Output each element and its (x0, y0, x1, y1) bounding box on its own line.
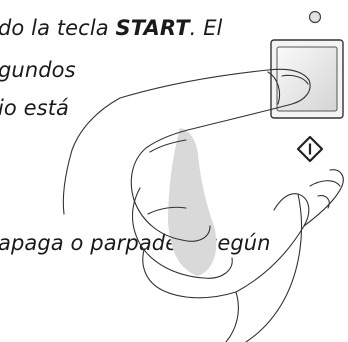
indicator-light (308, 10, 322, 24)
start-button[interactable] (270, 39, 344, 119)
pressing-hand (62, 68, 344, 342)
instruction-line-1-suffix: . El (189, 16, 223, 40)
instruction-line-3: io está (0, 96, 70, 120)
instruction-line-2: gundos (0, 58, 76, 82)
instruction-line-1-prefix: do la tecla (0, 16, 116, 40)
start-key-label: START (115, 16, 190, 40)
start-pause-icon (296, 135, 324, 163)
instruction-line-1: do la tecla START. El (0, 18, 223, 39)
